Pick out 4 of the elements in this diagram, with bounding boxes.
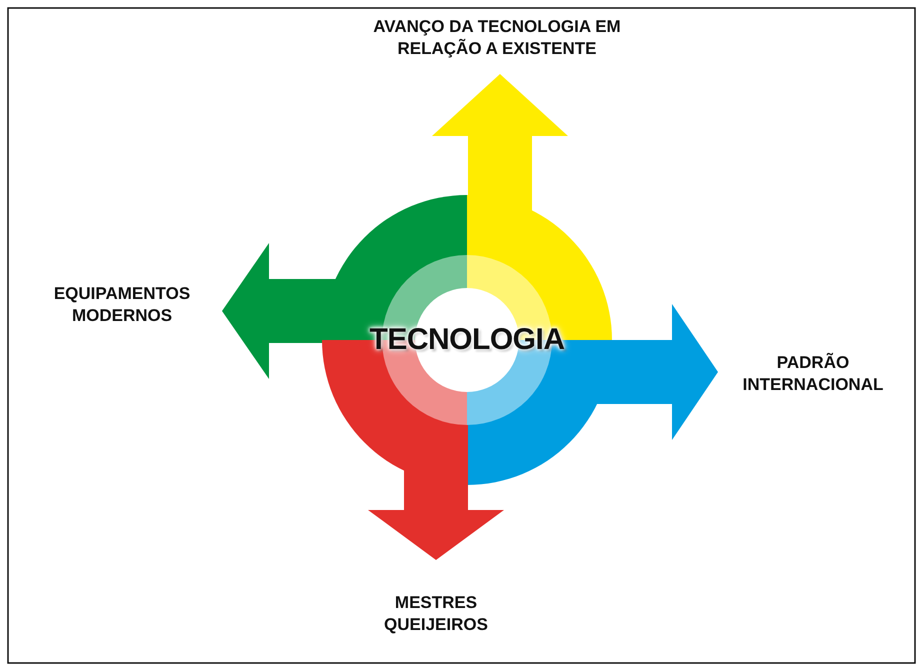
branch-label: PADRÃO INTERNACIONAL xyxy=(742,352,884,396)
branch-label: EQUIPAMENTOS MODERNOS xyxy=(52,283,192,327)
branch-label: AVANÇO DA TECNOLOGIA EM RELAÇÃO A EXISTENTE xyxy=(372,16,622,60)
branch-label: MESTRES QUEIJEIROS xyxy=(383,592,489,636)
